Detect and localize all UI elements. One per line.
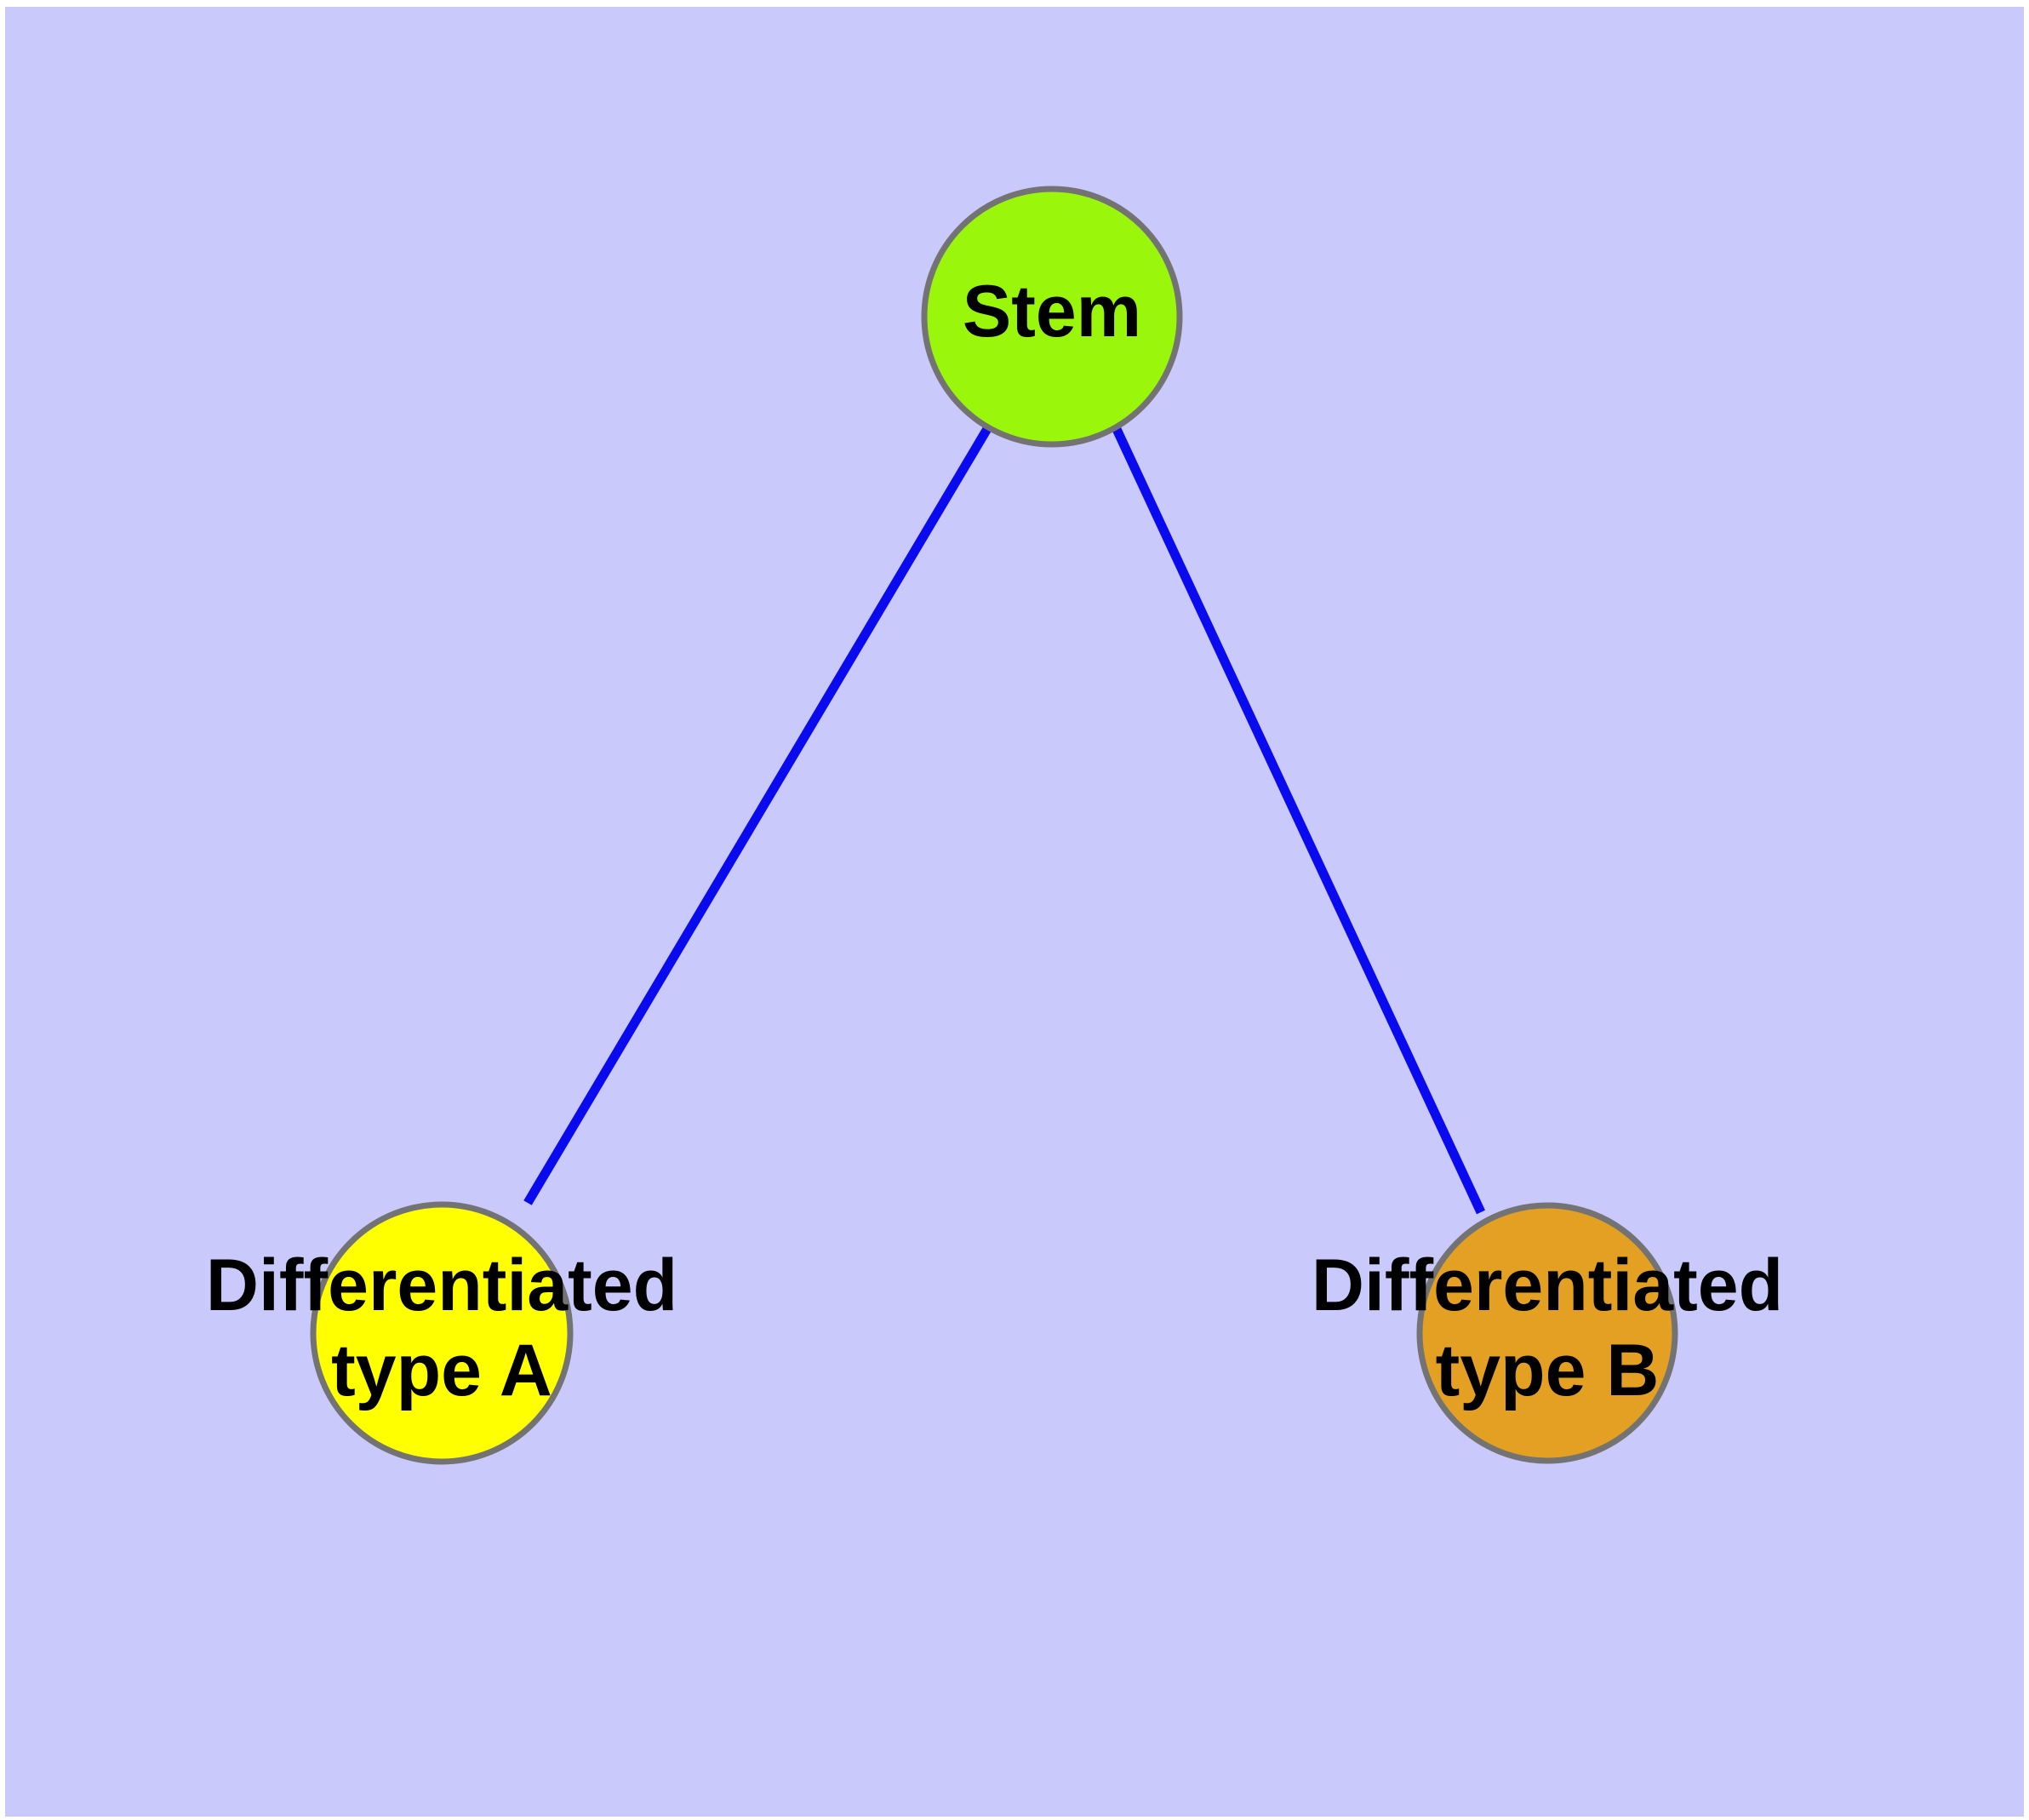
node-label-line: Differentiated: [1312, 1245, 1783, 1326]
node-label-line: type A: [331, 1330, 552, 1411]
node-circle-diff_a[interactable]: [310, 1201, 574, 1465]
node-label-line: Stem: [963, 271, 1141, 352]
node-circle-diff_b[interactable]: [1416, 1202, 1678, 1464]
edges-group: [523, 425, 1485, 1215]
graph-edge-stem-diff_b: [1112, 425, 1485, 1215]
graph-node-stem[interactable]: Stem: [921, 186, 1183, 448]
node-label-line: type B: [1436, 1330, 1660, 1411]
node-circle-stem[interactable]: [921, 186, 1183, 448]
node-label-stem: Stem: [963, 271, 1141, 352]
graph-edge-stem-diff_a: [523, 425, 992, 1205]
node-label-line: Differentiated: [206, 1245, 677, 1326]
